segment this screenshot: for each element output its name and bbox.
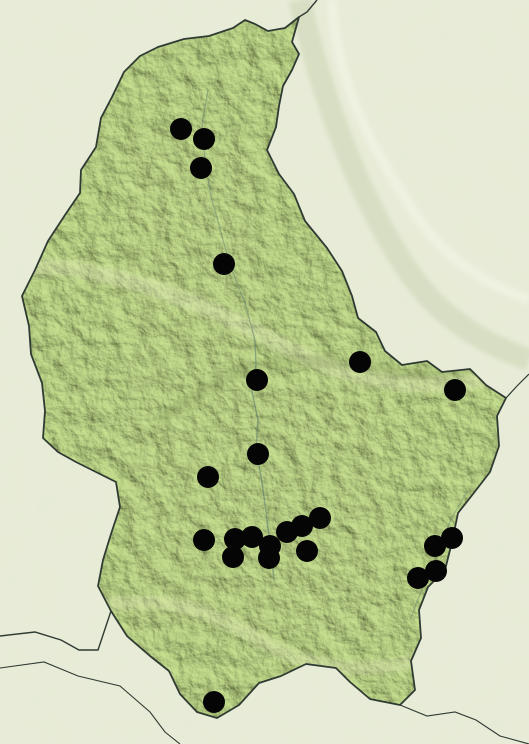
location-marker — [203, 691, 225, 713]
north-outside-border — [298, 0, 318, 18]
location-marker — [424, 535, 446, 557]
southeast-outside-border — [399, 704, 529, 744]
south-outside-border — [0, 661, 181, 744]
location-marker — [444, 379, 466, 401]
southern-ridge-highlight — [78, 594, 422, 676]
central-ridge-highlight — [22, 258, 506, 393]
location-marker — [247, 443, 269, 465]
location-marker — [193, 529, 215, 551]
country-border — [21, 16, 507, 719]
location-marker — [258, 547, 280, 569]
location-marker — [213, 253, 235, 275]
east-outside-border — [505, 373, 529, 399]
location-marker — [193, 128, 215, 150]
location-marker — [441, 527, 463, 549]
location-marker — [349, 351, 371, 373]
location-marker — [197, 466, 219, 488]
location-marker — [190, 157, 212, 179]
location-markers — [170, 118, 466, 713]
location-marker — [407, 567, 429, 589]
location-marker — [222, 546, 244, 568]
location-marker — [296, 540, 318, 562]
location-marker — [241, 526, 263, 548]
central-valley-shade — [156, 354, 471, 425]
location-marker — [170, 118, 192, 140]
location-marker — [309, 507, 331, 529]
location-marker — [246, 369, 268, 391]
location-marker — [291, 515, 313, 537]
outside-ridge-highlight — [327, 0, 529, 305]
southwest-outside-border — [0, 610, 112, 651]
location-marker — [425, 560, 447, 582]
outside-ridge-shade — [289, 0, 529, 371]
location-marker — [224, 528, 246, 550]
